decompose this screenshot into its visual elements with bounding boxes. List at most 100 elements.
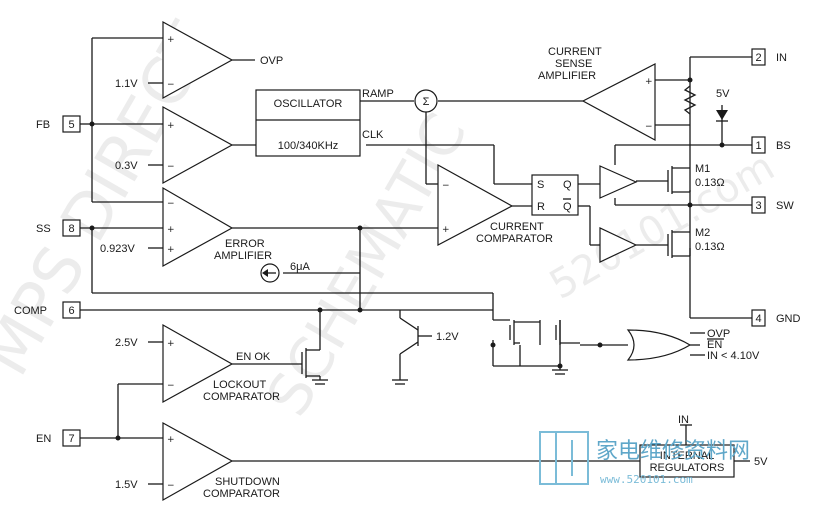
svg-text:S: S	[537, 179, 544, 191]
svg-text:+: +	[167, 339, 175, 349]
svg-text:Q: Q	[563, 179, 572, 191]
comp-pulldown-fet	[301, 342, 328, 385]
svg-text:1.2V: 1.2V	[436, 331, 459, 343]
pin-4: 4 GND	[751, 309, 801, 327]
svg-text:INTERNAL: INTERNAL	[660, 450, 714, 462]
svg-text:1.1V: 1.1V	[115, 78, 138, 90]
svg-text:EN OK: EN OK	[236, 351, 271, 363]
pin-5: 5 FB	[36, 115, 81, 133]
ss-discharge-fets	[509, 320, 580, 375]
svg-text:BS: BS	[776, 140, 791, 152]
current-comparator: − + CURRENT COMPARATOR	[437, 163, 553, 246]
svg-text:EN: EN	[707, 339, 722, 351]
svg-text:Σ: Σ	[423, 96, 430, 108]
svg-text:+: +	[167, 225, 175, 235]
svg-text:COMP: COMP	[14, 305, 47, 317]
svg-text:M1: M1	[695, 163, 710, 175]
svg-text:−: −	[442, 181, 450, 191]
svg-text:+: +	[645, 77, 653, 87]
svg-text:CURRENT: CURRENT	[548, 46, 602, 58]
summing-node: Σ	[414, 89, 438, 113]
svg-text:AMPLIFIER: AMPLIFIER	[214, 250, 272, 262]
svg-text:520101.com: 520101.com	[542, 143, 782, 308]
svg-text:6μA: 6μA	[290, 261, 310, 273]
svg-text:1: 1	[755, 140, 761, 152]
svg-text:5: 5	[68, 119, 74, 131]
svg-text:+: +	[167, 245, 175, 255]
svg-text:0.13Ω: 0.13Ω	[695, 241, 725, 253]
svg-text:ERROR: ERROR	[225, 238, 265, 250]
ovp-comparator: + − 1.1V OVP	[115, 20, 283, 100]
lockout-comparator: + − 2.5V EN OK LOCKOUT COMPARATOR	[115, 323, 280, 404]
svg-text:COMPARATOR: COMPARATOR	[203, 488, 280, 500]
svg-text:0.13Ω: 0.13Ω	[695, 177, 725, 189]
internal-regulators: INTERNAL REGULATORS IN 5V	[639, 414, 768, 478]
oscillator-block: OSCILLATOR 100/340KHz RAMP CLK	[255, 88, 394, 157]
svg-text:GND: GND	[776, 313, 801, 325]
svg-text:LOCKOUT: LOCKOUT	[213, 379, 266, 391]
background-watermark: MPS DIRECT SCHEMATIC 520101.com	[0, 11, 782, 427]
svg-text:SENSE: SENSE	[555, 58, 592, 70]
low-side-driver	[599, 227, 638, 263]
svg-text:CLK: CLK	[362, 129, 384, 141]
svg-text:+: +	[442, 225, 450, 235]
svg-text:−: −	[167, 481, 175, 491]
svg-text:7: 7	[68, 433, 74, 445]
mosfet-m1: M1 0.13Ω	[667, 163, 725, 194]
svg-text:−: −	[167, 381, 175, 391]
svg-text:−: −	[167, 199, 175, 209]
svg-text:R: R	[537, 201, 545, 213]
svg-text:0.3V: 0.3V	[115, 160, 138, 172]
svg-text:+: +	[167, 121, 175, 131]
svg-text:OSCILLATOR: OSCILLATOR	[274, 98, 343, 110]
pin-6: 6 COMP	[14, 301, 81, 319]
high-side-driver	[599, 165, 638, 199]
svg-text:SS: SS	[36, 223, 51, 235]
svg-text:−: −	[167, 80, 175, 90]
svg-text:Q: Q	[563, 201, 572, 213]
sr-latch: S R Q Q	[531, 174, 579, 216]
junction-dots	[89, 77, 725, 441]
svg-text:8: 8	[68, 223, 74, 235]
pin-1: 1 BS	[751, 136, 791, 154]
svg-text:SW: SW	[776, 200, 794, 212]
bootstrap-diode: 5V	[716, 88, 730, 122]
svg-text:COMPARATOR: COMPARATOR	[476, 233, 553, 245]
current-sense-amplifier: + − CURRENT SENSE AMPLIFIER	[538, 46, 656, 142]
svg-text:2.5V: 2.5V	[115, 337, 138, 349]
svg-text:2: 2	[755, 52, 761, 64]
svg-text:IN < 4.10V: IN < 4.10V	[707, 350, 760, 362]
svg-text:5V: 5V	[716, 88, 730, 100]
svg-text:+: +	[167, 35, 175, 45]
svg-text:OVP: OVP	[260, 55, 283, 67]
svg-text:IN: IN	[678, 414, 689, 426]
svg-text:IN: IN	[776, 52, 787, 64]
sense-resistor	[683, 85, 697, 115]
svg-text:6: 6	[68, 305, 74, 317]
svg-text:1.5V: 1.5V	[115, 479, 138, 491]
svg-text:SHUTDOWN: SHUTDOWN	[215, 476, 280, 488]
svg-text:REGULATORS: REGULATORS	[650, 462, 725, 474]
wires	[80, 37, 765, 485]
svg-text:OVP: OVP	[707, 328, 730, 340]
clamp-transistor: 1.2V	[392, 317, 459, 385]
pin-3: 3 SW	[751, 196, 794, 214]
svg-text:−: −	[167, 162, 175, 172]
svg-text:EN: EN	[36, 433, 51, 445]
svg-text:FB: FB	[36, 119, 50, 131]
svg-text:100/340KHz: 100/340KHz	[278, 140, 339, 152]
site-logo: 家电维修资料网 www.520101.com	[539, 431, 750, 486]
current-source: 6μA	[260, 261, 310, 283]
or-gate: OVP EN IN < 4.10V	[626, 328, 760, 362]
svg-text:5V: 5V	[754, 456, 768, 468]
svg-text:AMPLIFIER: AMPLIFIER	[538, 70, 596, 82]
svg-text:M2: M2	[695, 227, 710, 239]
mosfet-m2: M2 0.13Ω	[667, 222, 725, 258]
svg-text:+: +	[167, 435, 175, 445]
svg-text:0.923V: 0.923V	[100, 243, 136, 255]
svg-text:4: 4	[755, 313, 761, 325]
svg-text:RAMP: RAMP	[362, 88, 394, 100]
pin-7: 7 EN	[36, 429, 81, 447]
svg-text:COMPARATOR: COMPARATOR	[203, 391, 280, 403]
